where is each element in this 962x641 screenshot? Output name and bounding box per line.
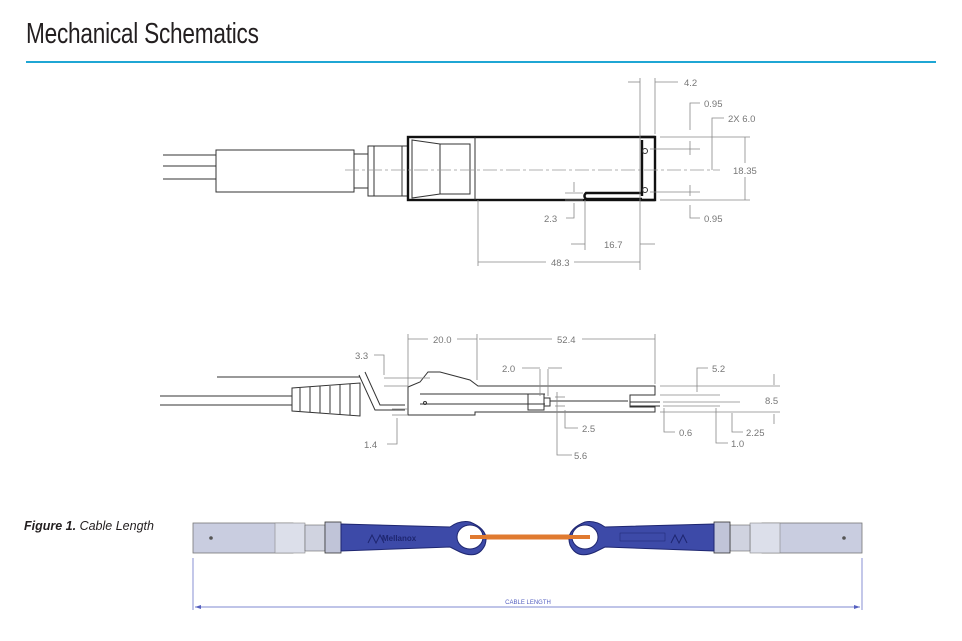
dim-0-95-top: 0.95	[704, 99, 723, 110]
title-underline	[26, 61, 936, 63]
dim-0-95-bottom: 0.95	[704, 214, 723, 225]
dim-16-7: 16.7	[604, 240, 623, 251]
dim-2x-6-0: 2X 6.0	[728, 114, 755, 125]
dim-48-3: 48.3	[551, 258, 570, 269]
dim-4-2: 4.2	[684, 78, 697, 89]
dim-18-35: 18.35	[733, 166, 757, 177]
top-view-drawing: 4.2 0.95 2X 6.0 18.35 0.95 2.3 16.7 48.3	[163, 78, 757, 270]
dim-3-3: 3.3	[355, 351, 368, 362]
figure-caption: Figure 1. Cable Length	[24, 519, 154, 533]
dim-2-25: 2.25	[746, 428, 765, 439]
dim-20-0: 20.0	[433, 335, 452, 346]
dim-2-3: 2.3	[544, 214, 557, 225]
dim-52-4: 52.4	[557, 335, 576, 346]
dim-8-5: 8.5	[765, 396, 778, 407]
dim-5-6: 5.6	[574, 451, 587, 462]
dim-1-4: 1.4	[364, 440, 377, 451]
cable-length-label: CABLE LENGTH	[505, 600, 551, 606]
left-connector: Mellanox	[192, 521, 487, 556]
right-connector	[568, 521, 863, 556]
figure-number: Figure 1.	[24, 519, 77, 533]
dim-5-2: 5.2	[712, 364, 725, 375]
page-title: Mechanical Schematics	[26, 18, 259, 50]
left-logo-text: Mellanox	[382, 534, 417, 543]
dim-1-0: 1.0	[731, 439, 744, 450]
right-logo-mirrored	[619, 532, 666, 542]
side-view-drawing: 20.0 52.4 3.3 2.0 5.2 8.5 2.5 5.6 0.6 1.…	[160, 334, 780, 462]
dim-2-5: 2.5	[582, 424, 595, 435]
dim-0-6: 0.6	[679, 428, 692, 439]
dim-2-0: 2.0	[502, 364, 515, 375]
figure-caption-text: Cable Length	[79, 519, 154, 533]
cable-assembly-illustration: Mellanox CABLE LENGTH	[192, 521, 863, 610]
